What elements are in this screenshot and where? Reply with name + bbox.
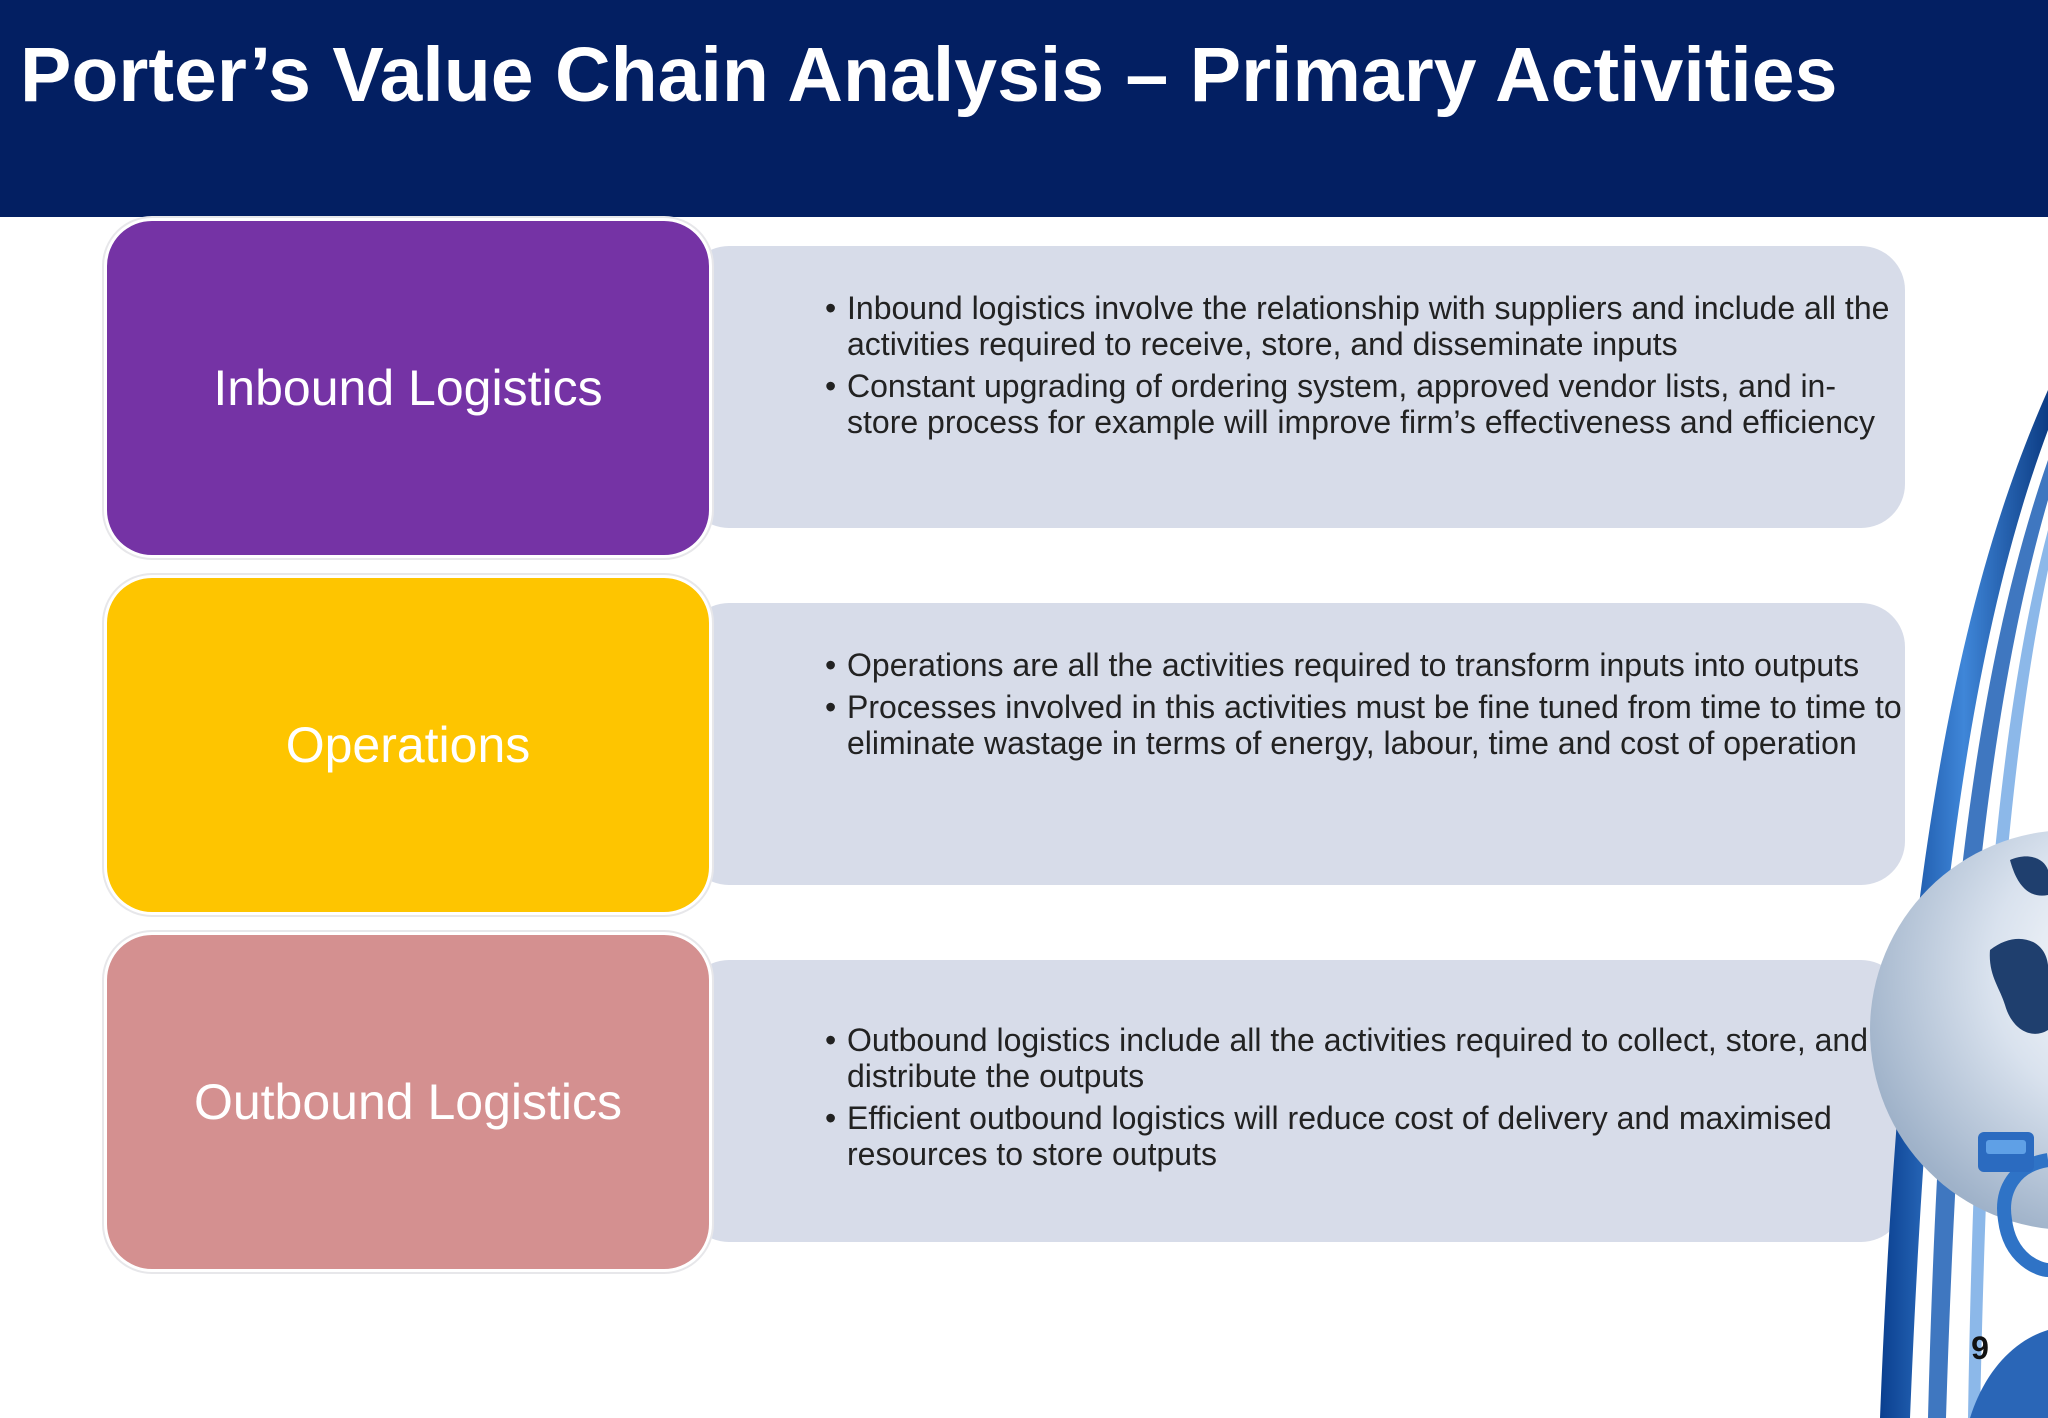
bullet-item: Processes involved in this activities mu… <box>825 689 1905 761</box>
outbound-bullet-list: Outbound logistics include all the activ… <box>825 1022 1905 1178</box>
page-number: 9 <box>1971 1330 1989 1366</box>
activity-row-inbound: Inbound logistics involve the relationsh… <box>100 214 1905 562</box>
globe-decoration-icon <box>1870 390 2048 1418</box>
title-bar: Porter’s Value Chain Analysis – Primary … <box>0 0 2048 217</box>
operations-description-box: Operations are all the activities requir… <box>685 603 1905 885</box>
outbound-label-box: Outbound Logistics <box>104 932 712 1272</box>
slide-title: Porter’s Value Chain Analysis – Primary … <box>20 32 1838 118</box>
bullet-item: Efficient outbound logistics will reduce… <box>825 1100 1905 1172</box>
operations-bullet-list: Operations are all the activities requir… <box>825 647 1905 767</box>
operations-label-box: Operations <box>104 575 712 915</box>
outbound-description-box: Outbound logistics include all the activ… <box>685 960 1905 1242</box>
activity-row-operations: Operations are all the activities requir… <box>100 571 1905 919</box>
operations-label: Operations <box>285 717 531 773</box>
outbound-label: Outbound Logistics <box>193 1074 623 1130</box>
inbound-bullet-list: Inbound logistics involve the relationsh… <box>825 290 1905 446</box>
bullet-item: Constant upgrading of ordering system, a… <box>825 368 1905 440</box>
inbound-description-box: Inbound logistics involve the relationsh… <box>685 246 1905 528</box>
bullet-item: Operations are all the activities requir… <box>825 647 1905 683</box>
inbound-label-box: Inbound Logistics <box>104 218 712 558</box>
activity-row-outbound: Outbound logistics include all the activ… <box>100 928 1905 1276</box>
bullet-item: Inbound logistics involve the relationsh… <box>825 290 1905 362</box>
inbound-label: Inbound Logistics <box>213 360 603 416</box>
bullet-item: Outbound logistics include all the activ… <box>825 1022 1905 1094</box>
